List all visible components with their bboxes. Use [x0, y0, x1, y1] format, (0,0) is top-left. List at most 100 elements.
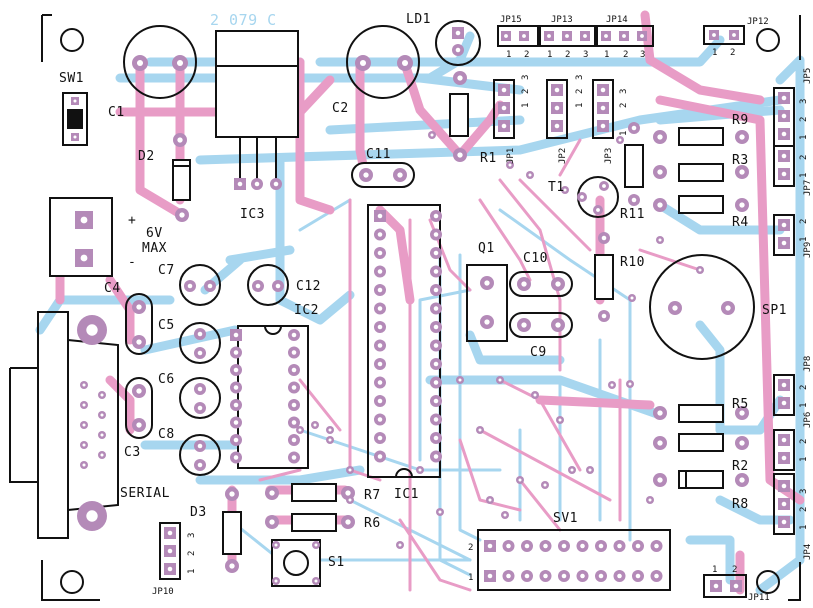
sp1-pad [721, 301, 735, 315]
c7-pad [184, 280, 196, 292]
label-jp7: JP7 [803, 180, 813, 196]
via-hole [458, 378, 462, 382]
jp1-pad [498, 84, 510, 96]
sw1-pad [71, 97, 79, 105]
jp9-outline [773, 214, 795, 256]
sv1-pin [558, 570, 570, 582]
ic2-pin [288, 399, 300, 411]
label-max: MAX [142, 241, 167, 256]
ic1-pin [374, 210, 386, 222]
jp11-outline [703, 574, 747, 598]
jp7-outline [773, 145, 795, 187]
via-hole [398, 543, 402, 547]
c4-body [125, 293, 153, 355]
label-r2: R2 [732, 459, 749, 474]
ic1-pin [430, 339, 442, 352]
jp2-pin-1: 1 [575, 103, 585, 108]
mounting-hole-top-right [756, 28, 780, 52]
jp14-pin-3: 3 [640, 50, 645, 60]
label-serial: SERIAL [120, 486, 170, 501]
via-hole [508, 163, 512, 167]
jp4-pin-3: 3 [799, 489, 809, 494]
sv1-pin [613, 570, 626, 582]
jp10-pin-2: 2 [187, 551, 197, 556]
ic1-pin [430, 247, 442, 259]
terminal-pad [75, 211, 93, 229]
sv1-row-1: 1 [468, 573, 473, 583]
resistor-pad [735, 406, 749, 420]
r10-body [594, 254, 614, 300]
c8-pad [194, 459, 206, 471]
board-code: 2 079 C [210, 11, 277, 29]
jp2-pad [551, 102, 563, 114]
sv1-pin [595, 570, 607, 582]
via-hole [558, 418, 562, 422]
label-c2: C2 [332, 101, 349, 116]
jp7-pin-2: 2 [799, 155, 809, 160]
c12-outline [247, 264, 289, 306]
sv1-row-2: 2 [468, 543, 473, 553]
r11-pad [628, 194, 640, 206]
ic1-pin [430, 210, 442, 222]
label-r5: R5 [732, 397, 749, 412]
via-hole [630, 296, 634, 300]
silkscreen [9, 20, 795, 598]
d3-pad [225, 559, 239, 573]
serial-pin [80, 401, 88, 409]
ic1-pin [430, 228, 442, 241]
ic1-pin [430, 376, 442, 389]
via-hole [570, 468, 574, 472]
r6-body [291, 513, 337, 532]
d2-body [172, 159, 191, 201]
via-hole [503, 513, 507, 517]
label-ld1: LD1 [406, 12, 431, 27]
via-hole [698, 268, 702, 272]
resistor-pad [735, 130, 749, 144]
c5-outline [179, 322, 221, 364]
r3-body [678, 163, 724, 182]
c3-body [125, 377, 153, 439]
via-hole [618, 138, 622, 142]
via-hole [658, 238, 662, 242]
jp13-pad [562, 31, 572, 41]
ic1-pin [374, 302, 386, 315]
via-hole [528, 173, 532, 177]
jp5-pad [778, 128, 790, 140]
r9-body [678, 127, 724, 146]
label-r3: R3 [732, 153, 749, 168]
ic1-pin [430, 450, 442, 463]
resistor-pad [735, 198, 749, 212]
jp1-pad [498, 120, 510, 132]
jp15-pin-2: 2 [524, 50, 529, 60]
c8-outline [179, 434, 221, 476]
label-minus-terminal: - [128, 255, 136, 270]
label-jp11: JP11 [748, 593, 770, 603]
serial-pin [80, 381, 88, 389]
r11-body [624, 144, 644, 188]
via-hole [610, 383, 614, 387]
sp1-outline [649, 254, 755, 360]
label-6v: 6V [146, 226, 163, 241]
label-c12: C12 [296, 279, 321, 294]
c1-pad [172, 55, 188, 71]
label-c8: C8 [158, 427, 175, 442]
ld1-pad [452, 27, 464, 39]
jp5-pin-2: 2 [799, 117, 809, 122]
jp5-pin-1: 1 [799, 135, 809, 140]
t1-pad [599, 181, 609, 191]
c4-pad [132, 335, 146, 349]
jp3-pin-2: 2 [619, 103, 629, 108]
c10-pad [517, 277, 531, 291]
sv1-pin [632, 570, 644, 582]
via-hole [628, 382, 632, 386]
ic1-pin [430, 432, 442, 444]
ld1-outline [435, 20, 481, 66]
ic1-pin [430, 358, 442, 370]
jp3-outline [592, 79, 614, 139]
c11-pad [359, 168, 373, 182]
resistor-pad [653, 165, 667, 179]
jp14-pin-1: 1 [604, 50, 609, 60]
ic1-pin [374, 432, 386, 444]
r6-pad [265, 515, 279, 529]
sv1-pin [484, 540, 496, 552]
